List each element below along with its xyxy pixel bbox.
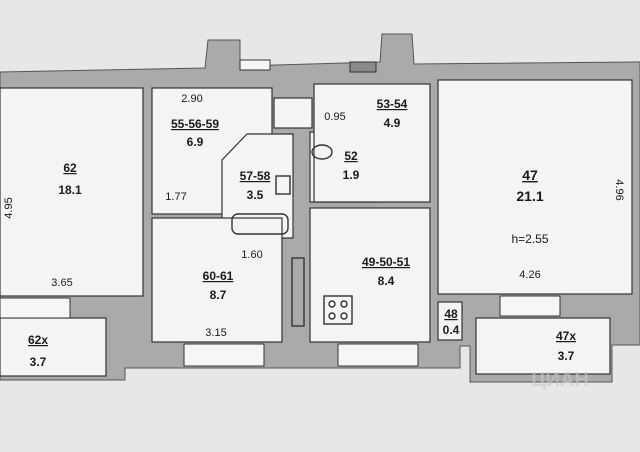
room-area: 4.9 bbox=[384, 116, 401, 130]
dimension-label: 1.77 bbox=[165, 191, 186, 203]
room-number: 49-50-51 bbox=[362, 255, 410, 269]
partition-panel bbox=[291, 257, 305, 327]
burner-icon bbox=[340, 300, 348, 308]
room-47 bbox=[437, 79, 633, 295]
burner-icon bbox=[328, 300, 336, 308]
toilet-icon bbox=[311, 144, 333, 160]
dimension-label: 3.65 bbox=[51, 277, 72, 289]
room-number: 62 bbox=[63, 161, 77, 175]
sink-icon bbox=[275, 175, 291, 195]
room-number: 48 bbox=[444, 307, 458, 321]
room-area: 8.4 bbox=[378, 274, 395, 288]
room-area: 8.7 bbox=[210, 288, 227, 302]
room-area: 6.9 bbox=[187, 135, 204, 149]
room-area: 18.1 bbox=[58, 183, 82, 197]
room-62 bbox=[0, 87, 144, 297]
window-62 bbox=[0, 297, 71, 319]
room-number: 62x bbox=[28, 333, 48, 347]
vent-block bbox=[349, 61, 377, 73]
watermark: ЦИАН bbox=[531, 369, 589, 391]
window-49-50-51 bbox=[337, 343, 419, 367]
window-60-61 bbox=[183, 343, 265, 367]
burner-icon bbox=[340, 312, 348, 320]
room-area: 3.7 bbox=[558, 349, 575, 363]
bathtub-outline bbox=[231, 213, 289, 235]
room-number: 53-54 bbox=[377, 97, 408, 111]
room-number: 47x bbox=[556, 329, 576, 343]
room-47x bbox=[475, 317, 611, 375]
room-area: 3.7 bbox=[30, 355, 47, 369]
room-number: 47 bbox=[522, 167, 538, 183]
room-area: 0.4 bbox=[443, 323, 460, 337]
burner-icon bbox=[328, 312, 336, 320]
ceiling-height: h=2.55 bbox=[511, 232, 548, 246]
room-number: 52 bbox=[344, 149, 358, 163]
dimension-label: 0.95 bbox=[324, 111, 345, 123]
dimension-label: 1.60 bbox=[241, 249, 262, 261]
dimension-label: 4.26 bbox=[519, 269, 540, 281]
room-62x bbox=[0, 317, 107, 377]
dimension-label: 4.95 bbox=[3, 197, 15, 218]
room-48 bbox=[437, 301, 463, 341]
room-area: 1.9 bbox=[343, 168, 360, 182]
dimension-label: 3.15 bbox=[205, 327, 226, 339]
room-area: 3.5 bbox=[247, 188, 264, 202]
room-49-50-51 bbox=[309, 207, 431, 343]
room-number: 60-61 bbox=[203, 269, 234, 283]
stove-icon bbox=[323, 295, 353, 325]
window-47 bbox=[499, 295, 561, 317]
dimension-label: 2.90 bbox=[181, 93, 202, 105]
window-top-left bbox=[239, 59, 271, 71]
hallway bbox=[273, 97, 313, 129]
room-number: 55-56-59 bbox=[171, 117, 219, 131]
room-area: 21.1 bbox=[516, 188, 543, 204]
room-53-54 bbox=[313, 83, 431, 203]
room-60-61 bbox=[151, 217, 283, 343]
room-number: 57-58 bbox=[240, 169, 271, 183]
dimension-label: 4.96 bbox=[613, 179, 625, 200]
